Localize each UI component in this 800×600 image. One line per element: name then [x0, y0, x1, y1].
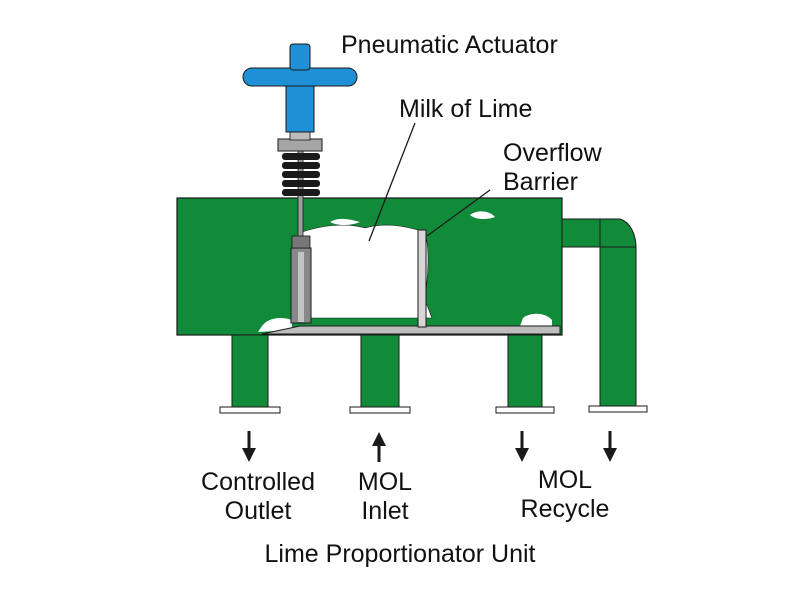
milk-of-lime-label: Milk of Lime: [399, 95, 533, 123]
overflow-barrier-label-line2: Barrier: [503, 168, 579, 196]
actuator-top-post: [289, 43, 311, 71]
valve-collar: [291, 235, 311, 249]
milk-of-lime-leader: [368, 122, 416, 242]
mol-recycle-label-line1: MOL: [537, 466, 593, 494]
spring-coils: [282, 153, 320, 196]
mol-recycle-pipe: [507, 334, 543, 409]
mol-inlet-label-line2: Inlet: [361, 497, 409, 525]
actuator-diaphragm: [242, 67, 358, 87]
controlled-outlet-label-line1: Controlled: [201, 468, 315, 496]
mol-recycle-arrow-down-1: [515, 431, 529, 462]
mol-recycle-label-line2: Recycle: [520, 495, 610, 523]
mol-inlet-flange: [349, 406, 411, 414]
tank-floor-plate: [261, 325, 561, 335]
mol-inlet-pipe: [360, 334, 400, 409]
overflow-barrier-leader: [426, 189, 491, 237]
foam-fleck: [470, 211, 495, 220]
pneumatic-actuator-label: Pneumatic Actuator: [341, 31, 558, 59]
mol-recycle-arrow-down-2: [603, 431, 617, 462]
diagram-caption: Lime Proportionator Unit: [264, 540, 536, 568]
mol-recycle-flange: [495, 406, 555, 414]
foam-fleck: [520, 313, 552, 326]
actuator-mount-plate: [277, 138, 323, 152]
overflow-barrier: [417, 229, 427, 328]
recycle-pipe-vertical: [599, 246, 637, 408]
foam-fleck: [258, 318, 292, 332]
recycle-pipe-flange: [588, 405, 648, 413]
foam-fleck: [330, 218, 360, 225]
controlled-outlet-flange: [219, 406, 281, 414]
valve-sleeve-inner: [298, 252, 304, 322]
controlled-outlet-pipe: [231, 334, 269, 409]
actuator-cylinder: [285, 81, 315, 133]
controlled-outlet-arrow-down: [242, 431, 256, 462]
recycle-pipe-elbow: [599, 218, 637, 249]
mol-inlet-label-line1: MOL: [357, 468, 413, 496]
recycle-pipe-horizontal: [561, 218, 603, 248]
controlled-outlet-label-line2: Outlet: [224, 497, 292, 525]
mol-inlet-arrow-up: [372, 432, 386, 462]
milk-of-lime-region: [299, 224, 433, 319]
overflow-barrier-label-line1: Overflow: [503, 139, 602, 167]
